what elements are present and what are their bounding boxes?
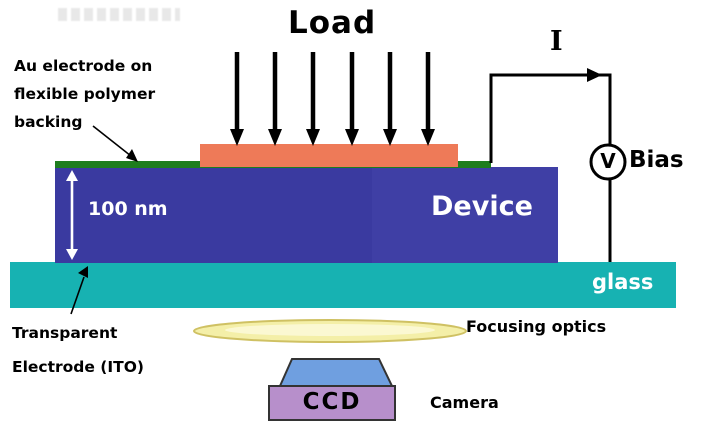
device-label: Device — [431, 191, 533, 222]
thickness-arrow — [66, 170, 78, 260]
camera-label: Camera — [430, 393, 499, 412]
transparent-electrode-label: Transparent Electrode (ITO) — [12, 324, 144, 376]
device-layer-highlight — [372, 167, 558, 263]
watermark — [58, 8, 180, 21]
focusing-optics-label: Focusing optics — [466, 317, 607, 336]
voltmeter-circle — [589, 143, 627, 181]
ccd-body — [268, 385, 396, 421]
glass-layer — [10, 262, 676, 308]
au-electrode-label: Au electrode on flexible polymer backing — [14, 57, 156, 131]
bias-label: Bias — [629, 147, 684, 173]
ito-pointer-arrow — [70, 266, 88, 315]
device-layer — [55, 167, 558, 263]
load-arrows — [230, 52, 435, 146]
glass-label: glass — [592, 270, 654, 294]
ccd-label: CCD — [302, 389, 362, 415]
thickness-label: 100 nm — [88, 198, 168, 220]
current-direction-arrowhead — [587, 68, 602, 82]
circuit-wire-top — [489, 73, 612, 163]
au-electrode-pointer-arrow — [92, 125, 138, 162]
load-label: Load — [288, 5, 377, 41]
lens-highlight — [225, 324, 435, 336]
voltmeter-label: V — [600, 149, 616, 173]
current-label: I — [550, 26, 563, 57]
load-pad — [200, 144, 458, 167]
ccd-sensor-top — [278, 358, 394, 387]
